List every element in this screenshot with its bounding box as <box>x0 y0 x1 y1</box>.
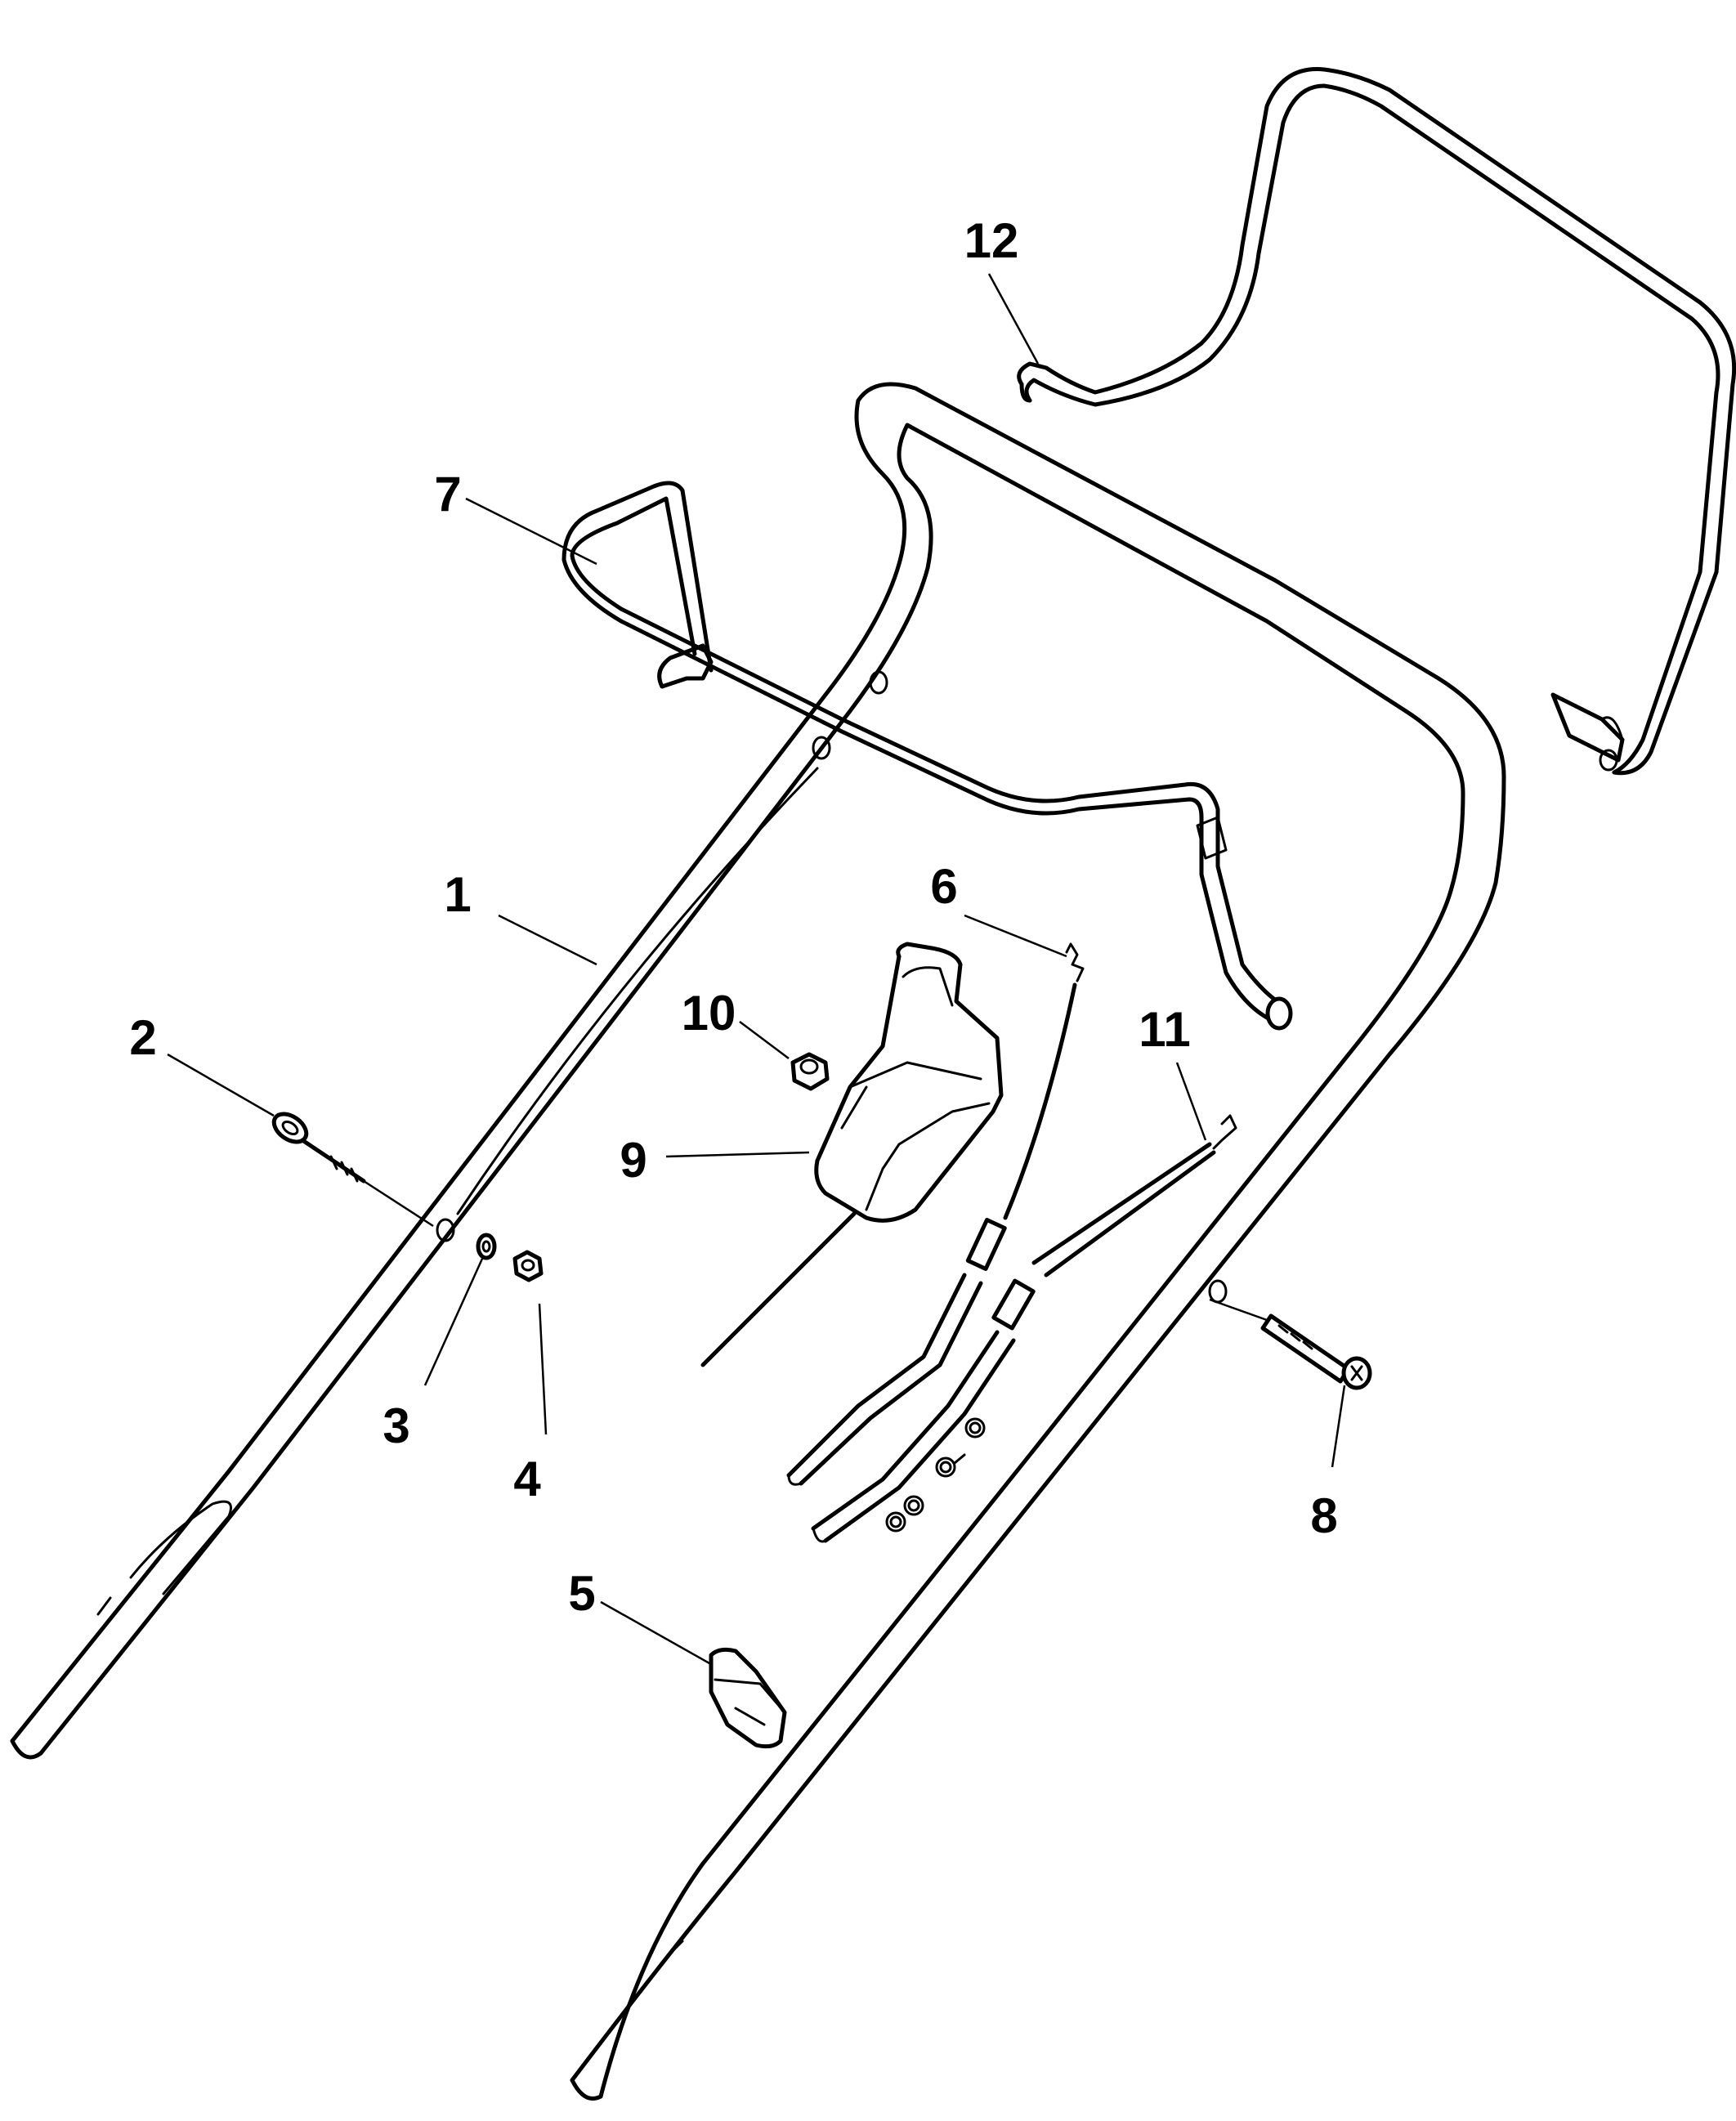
callout-11: 11 <box>1139 1002 1190 1057</box>
callout-12: 12 <box>964 213 1019 268</box>
callout-5: 5 <box>568 1566 595 1621</box>
part-11-cable <box>811 1114 1237 1543</box>
callout-6: 6 <box>930 859 957 914</box>
part-6-cable <box>786 942 1085 1486</box>
callout-8: 8 <box>1310 1488 1337 1543</box>
callout-10: 10 <box>682 986 736 1040</box>
callout-1: 1 <box>444 867 471 922</box>
part-1-lower-handle <box>10 382 1506 2101</box>
part-2-eye-bolt <box>271 1112 366 1184</box>
part-4-nut <box>512 1250 544 1282</box>
callout-7: 7 <box>434 467 461 521</box>
part-3-washer <box>476 1233 497 1260</box>
callout-labels: 1 2 3 4 5 6 7 8 9 10 11 12 <box>129 213 1337 1621</box>
part-9-throttle-control <box>700 942 1004 1367</box>
part-10-nut <box>790 1052 830 1091</box>
part-5-cable-clip <box>709 1647 787 1749</box>
star-washers <box>885 1417 986 1533</box>
part-12-upper-handle <box>1017 67 1736 776</box>
callout-9: 9 <box>620 1133 647 1188</box>
callout-2: 2 <box>129 1010 156 1065</box>
callout-4: 4 <box>513 1452 541 1506</box>
part-8-bolt <box>1260 1313 1372 1390</box>
callout-3: 3 <box>383 1398 409 1453</box>
leader-lines <box>167 273 1346 1665</box>
